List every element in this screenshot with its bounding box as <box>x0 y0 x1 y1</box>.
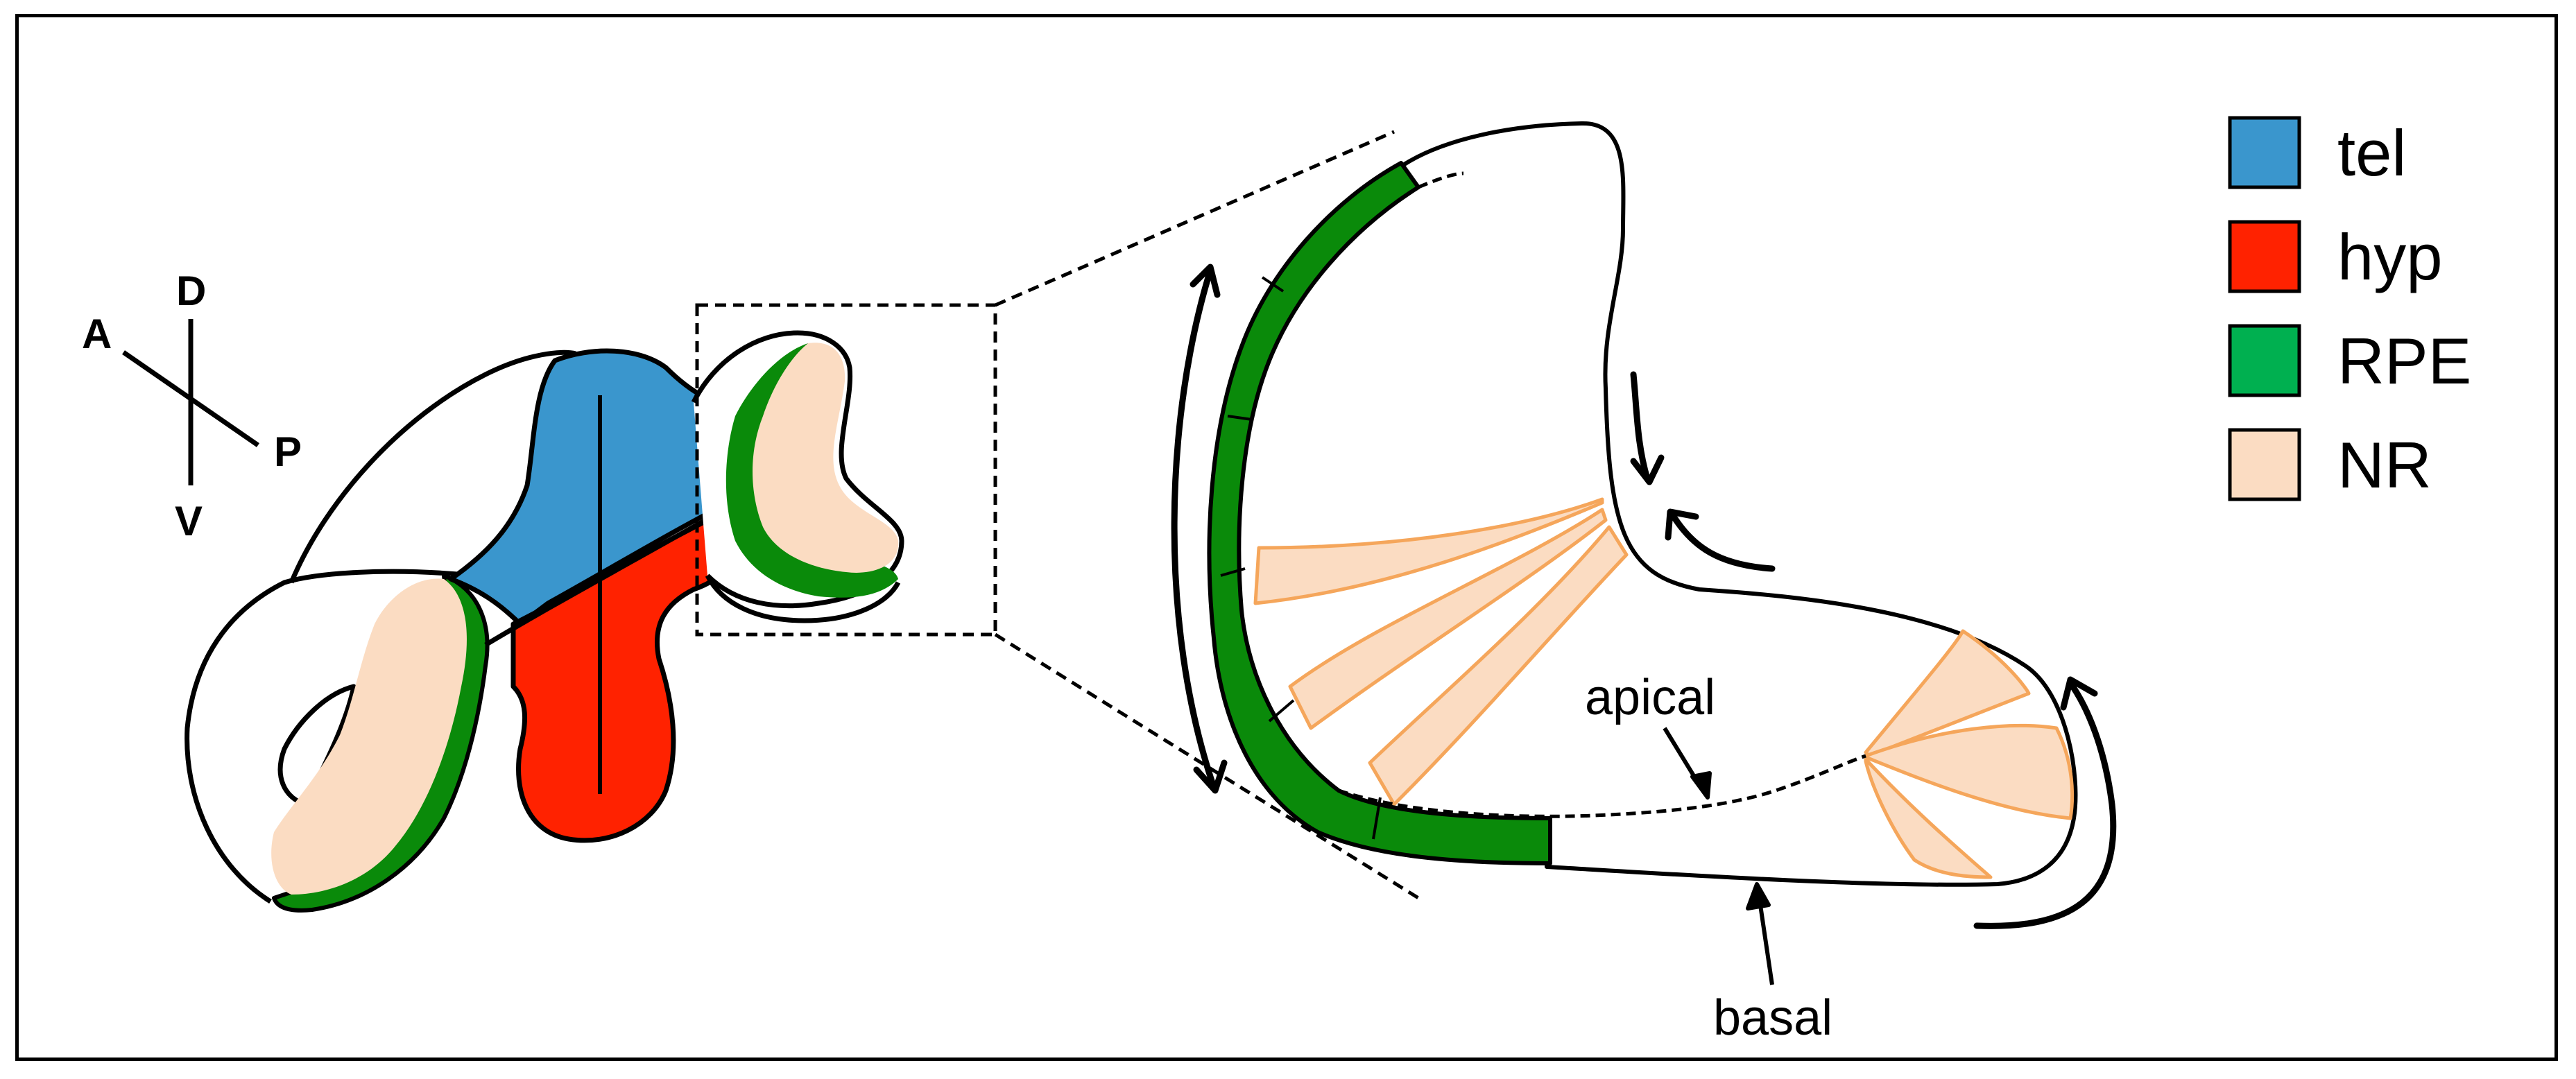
apical-pointer-head <box>1690 771 1712 800</box>
zoom-box <box>695 303 997 637</box>
nr-fan-1 <box>1253 497 1604 605</box>
rpe-divider <box>1227 415 1253 421</box>
right-eye-lower-outline <box>705 574 901 623</box>
nr-fan-4 <box>1864 629 2031 758</box>
lower-hinge-arrowhead <box>1665 508 1699 541</box>
optic-cup-outline <box>1400 121 2078 887</box>
legend-label-hyp: hyp <box>2337 221 2443 293</box>
movement-arrows <box>1171 264 2117 929</box>
nr-fan-5 <box>1864 723 2075 820</box>
lower-hinge-arrow <box>1668 510 1776 572</box>
right-eye-nr <box>753 343 899 573</box>
optic-cup-zoom <box>1171 121 2117 985</box>
upper-hinge-arrowhead <box>1630 454 1665 485</box>
right-lip-arrowhead <box>2060 676 2098 711</box>
rpe-divider <box>1261 276 1285 293</box>
axis-label-d: D <box>176 268 206 314</box>
embryo-schematic <box>184 330 904 913</box>
rpe-divider <box>1220 567 1246 577</box>
legend-swatch-rpe <box>2228 324 2301 397</box>
orientation-axes <box>122 319 259 485</box>
legend-swatch-nr <box>2228 428 2301 501</box>
zoom-line-bottom <box>994 632 1420 900</box>
head-outline-upper <box>289 349 576 584</box>
legend-label-rpe: RPE <box>2337 325 2471 397</box>
rpe-double-arrow <box>1171 267 1217 791</box>
axis-label-a: A <box>82 311 112 357</box>
legend-label-nr: NR <box>2337 429 2432 501</box>
zoom-indicator <box>695 130 1420 900</box>
telencephalon-region <box>448 348 773 627</box>
nr-fan-3 <box>1368 525 1629 806</box>
rpe-divider <box>1372 797 1382 840</box>
upper-hinge-arrow <box>1630 371 1651 482</box>
axis-label-v: V <box>175 498 203 544</box>
figure-frame <box>15 14 2558 1061</box>
rpe-arrowhead-top <box>1190 264 1221 298</box>
apical-surface <box>1338 171 1866 818</box>
nr-fan-2 <box>1288 508 1608 730</box>
legend-label-tel: tel <box>2337 116 2406 189</box>
basal-pointer-head <box>1746 882 1771 910</box>
apical-label: apical <box>1585 670 1715 725</box>
nr-fans-upper <box>1253 497 1629 806</box>
rpe-band <box>1207 161 1552 865</box>
head-outline-lower <box>184 569 458 904</box>
ap-axis-line <box>122 350 259 447</box>
legend-swatch-hyp <box>2228 220 2301 293</box>
legend-swatch-tel <box>2228 116 2301 189</box>
rpe-divider <box>1268 699 1295 723</box>
right-lip-arrow <box>1973 680 2117 929</box>
nr-fans-lower <box>1864 629 2075 879</box>
nr-fan-6 <box>1864 757 1993 879</box>
rpe-cell-dividers <box>1220 276 1382 840</box>
axis-label-p: P <box>274 429 302 475</box>
zoom-line-top <box>995 130 1395 307</box>
annotation-pointers <box>1663 727 1774 985</box>
rpe-arrowhead-bottom <box>1193 759 1228 794</box>
head-inner-notch <box>277 684 357 807</box>
left-eye-nr <box>271 578 467 895</box>
basal-label: basal <box>1713 990 1832 1046</box>
